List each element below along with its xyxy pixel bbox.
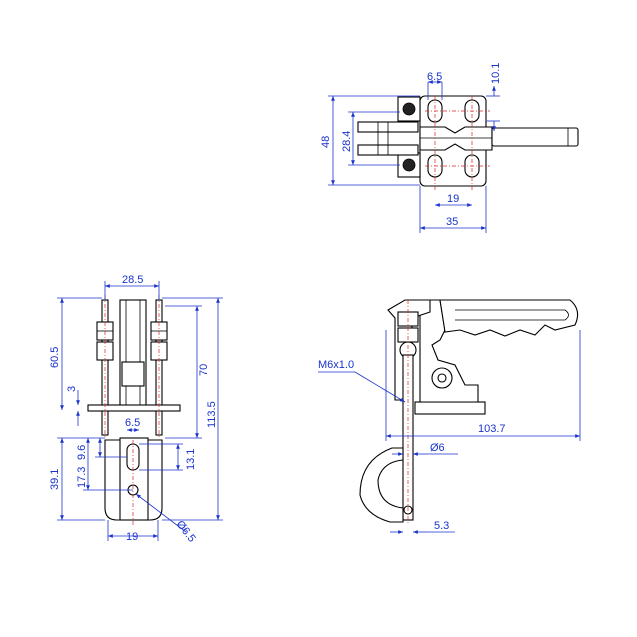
dim-front-19: 19 [126, 531, 138, 543]
side-handle [439, 299, 579, 337]
front-base-flange [87, 404, 181, 412]
side-base-plate [414, 401, 486, 415]
dim-top-19: 19 [447, 193, 459, 205]
dim-front-6-5: 6.5 [125, 417, 140, 429]
dim-side-thread: M6x1.0 [318, 359, 354, 371]
front-hook-slot [126, 443, 140, 471]
dim-top-35: 35 [446, 216, 458, 228]
side-view: M6x1.0 103.7 Ø6 5.3 [318, 299, 581, 534]
top-nut-lower [402, 158, 416, 172]
dim-front-39-1: 39.1 [49, 469, 61, 490]
dim-front-17-3: 17.3 [76, 467, 88, 488]
top-linkage [419, 126, 493, 151]
dim-top-28-4: 28.4 [341, 131, 353, 152]
dim-side-103-7: 103.7 [478, 423, 506, 435]
dim-side-dia-6: Ø6 [430, 442, 445, 454]
top-nut-upper [402, 102, 416, 116]
side-pivot-inner [437, 373, 447, 383]
front-view: 28.5 60.5 3 70 113.5 6.5 17.3 9.6 13.1 3… [49, 274, 223, 545]
dim-front-70: 70 [198, 364, 210, 376]
top-view: 6.5 10.1 48 28.4 19 35 [320, 63, 579, 233]
dim-side-5-3: 5.3 [434, 520, 449, 532]
side-hook [359, 447, 404, 523]
dim-front-113-5: 113.5 [206, 401, 218, 428]
top-handle [491, 127, 579, 147]
dim-top-10-1: 10.1 [490, 63, 502, 84]
dim-top-6-5: 6.5 [427, 71, 442, 83]
dim-front-9-6: 9.6 [76, 445, 88, 460]
dim-front-13-1: 13.1 [185, 449, 197, 470]
dim-top-48: 48 [320, 136, 332, 148]
dim-front-60-5: 60.5 [49, 347, 61, 368]
front-pivot-block [121, 361, 145, 387]
dim-front-28-5: 28.5 [122, 274, 143, 286]
front-center-body [119, 299, 147, 411]
dim-front-dia-6-5: Ø6.5 [174, 518, 198, 544]
dim-front-3: 3 [66, 386, 78, 392]
